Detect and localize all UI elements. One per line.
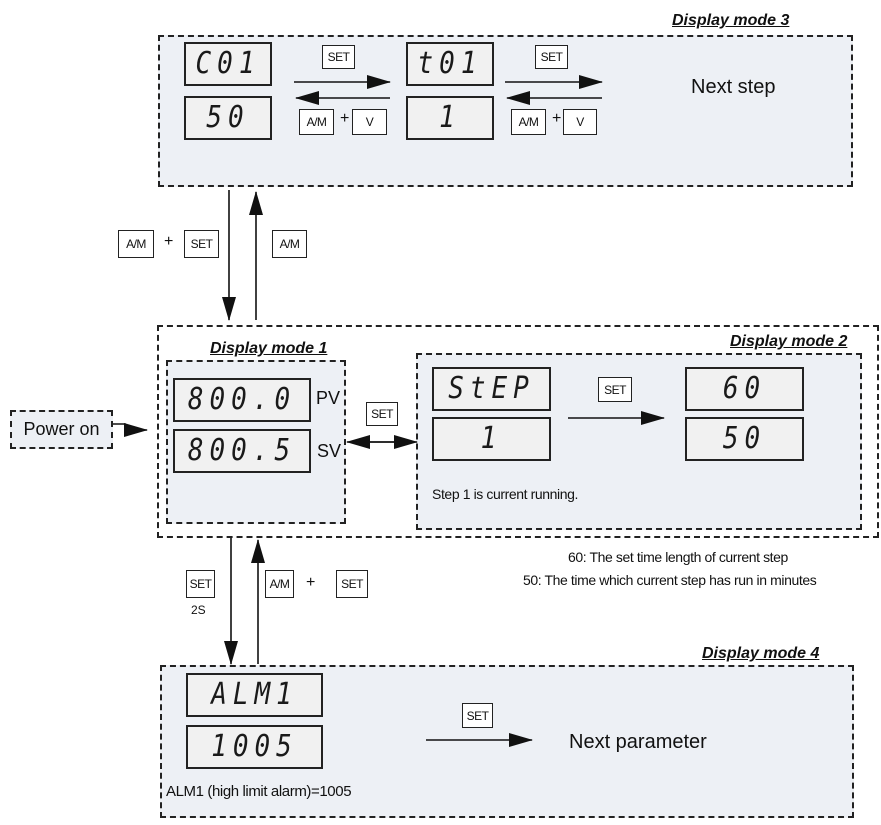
display-mode-3-panel (158, 35, 853, 187)
note-50: 50: The time which current step has run … (523, 572, 817, 588)
am-key[interactable]: A/M (265, 570, 294, 598)
next-step-label: Next step (691, 76, 776, 98)
am-key[interactable]: A/M (299, 109, 334, 135)
lcd-text: 1 (480, 421, 503, 457)
am-key[interactable]: A/M (118, 230, 154, 258)
lcd-text: StEP (448, 371, 535, 407)
mode2-display-a-top: StEP (432, 367, 551, 411)
set-key[interactable]: SET (336, 570, 368, 598)
set-key[interactable]: SET (598, 377, 632, 402)
am-key[interactable]: A/M (272, 230, 307, 258)
pv-label: PV (316, 388, 341, 408)
note-60: 60: The set time length of current step (568, 549, 788, 565)
mode2-display-b-top: 60 (685, 367, 804, 411)
mode2-display-b-bottom: 50 (685, 417, 804, 461)
v-key[interactable]: V (352, 109, 387, 135)
lcd-text: 1 (439, 100, 461, 136)
mode3-display-b-top: t01 (406, 42, 494, 86)
mode2-display-a-bottom: 1 (432, 417, 551, 461)
lcd-text: 50 (206, 100, 250, 136)
next-parameter-label: Next parameter (569, 731, 707, 753)
set-key[interactable]: SET (462, 703, 493, 728)
mode2-title: Display mode 2 (730, 333, 848, 350)
am-key[interactable]: A/M (511, 109, 546, 135)
set-key[interactable]: SET (535, 45, 568, 69)
plus-sign: + (552, 110, 562, 127)
mode4-title: Display mode 4 (702, 645, 820, 662)
lcd-text: ALM1 (211, 677, 298, 713)
mode4-note: ALM1 (high limit alarm)=1005 (166, 783, 352, 800)
power-on-label: Power on (23, 419, 100, 439)
plus-sign: + (306, 574, 316, 591)
mode2-note: Step 1 is current running. (432, 486, 579, 502)
v-key[interactable]: V (563, 109, 597, 135)
mode3-display-a-bottom: 50 (184, 96, 272, 140)
plus-sign: + (164, 233, 174, 250)
mode4-display-top: ALM1 (186, 673, 323, 717)
hold-duration: 2S (191, 603, 206, 617)
lcd-text: C01 (195, 46, 261, 82)
mode4-display-bottom: 1005 (186, 725, 323, 769)
mode3-display-b-bottom: 1 (406, 96, 494, 140)
sv-label: SV (317, 441, 342, 461)
lcd-text: 50 (722, 421, 767, 457)
power-on-box: Power on (10, 410, 113, 449)
sv-display: 800.5 (173, 429, 311, 473)
lcd-text: 1005 (211, 729, 298, 765)
lcd-text: t01 (417, 46, 483, 82)
mode1-title: Display mode 1 (210, 340, 328, 357)
set-key[interactable]: SET (322, 45, 355, 69)
mode1-mode2-frame (157, 325, 879, 538)
set-key[interactable]: SET (186, 570, 215, 598)
lcd-text: 800.5 (187, 433, 297, 469)
mode3-title: Display mode 3 (672, 12, 790, 29)
set-key[interactable]: SET (184, 230, 219, 258)
pv-display: 800.0 (173, 378, 311, 422)
set-key[interactable]: SET (366, 402, 398, 426)
plus-sign: + (340, 110, 350, 127)
mode3-display-a-top: C01 (184, 42, 272, 86)
lcd-text: 60 (722, 371, 767, 407)
lcd-text: 800.0 (187, 382, 297, 418)
arrow-power-on (113, 423, 148, 437)
